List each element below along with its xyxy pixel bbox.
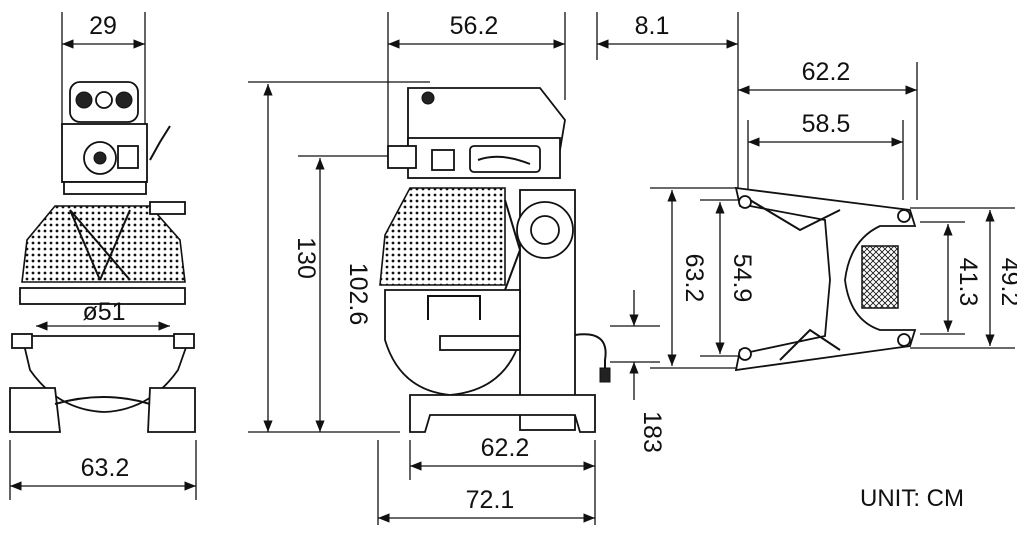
side-view: 56.2 8.1 130 102.6 — [248, 12, 739, 525]
total-height-label: 130 — [292, 237, 320, 279]
overall-depth-label: 72.1 — [466, 486, 515, 514]
base-outer-depth-label: 63.2 — [680, 254, 708, 303]
base-inner-width-label: 58.5 — [802, 110, 851, 138]
rear-inner-label: 41.3 — [954, 258, 982, 307]
top-depth-label: 56.2 — [450, 12, 499, 40]
base-outer-width-label: 62.2 — [802, 58, 851, 86]
offset-label: 8.1 — [635, 12, 670, 40]
bowl-diameter-label: ø51 — [82, 298, 125, 326]
base-view: 62.2 58.5 63.2 54.9 41.3 49.2 — [650, 58, 1017, 372]
front-view: 29 ø51 63.2 — [9, 12, 197, 500]
table-height-label: 102.6 — [344, 263, 372, 326]
base-inner-depth-label: 54.9 — [728, 254, 756, 303]
front-top-width-label: 29 — [89, 12, 117, 40]
unit-label: UNIT: CM — [860, 485, 964, 512]
base-depth-label: 62.2 — [481, 434, 530, 462]
front-base-width-label: 63.2 — [81, 454, 130, 482]
foot-height-label: 183 — [638, 411, 666, 453]
rear-outer-label: 49.2 — [996, 258, 1017, 307]
